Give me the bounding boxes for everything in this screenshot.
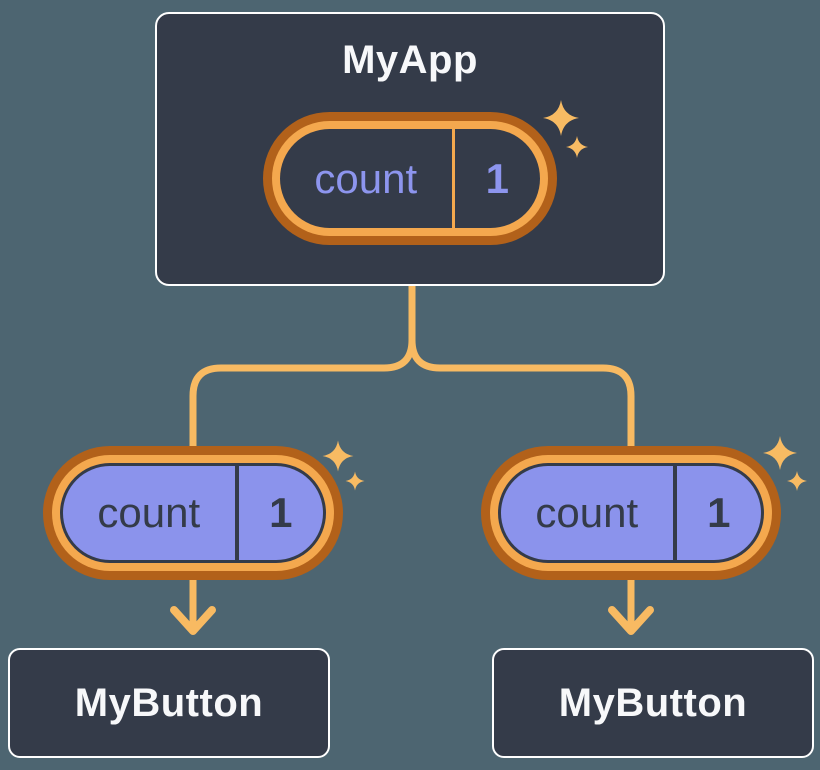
prop-pill-ring: count 1 xyxy=(490,455,772,571)
prop-pill-outline: count 1 xyxy=(498,463,764,563)
prop-pill-outline: count 1 xyxy=(60,463,326,563)
pill-divider xyxy=(672,466,677,560)
arrow-down-icon xyxy=(608,606,654,635)
prop-pill-body: count 1 xyxy=(501,466,761,560)
prop-pill-value: 1 xyxy=(707,489,731,536)
root-component-title: MyApp xyxy=(342,38,478,82)
prop-pill-ring: count 1 xyxy=(52,455,334,571)
child-component-title: MyButton xyxy=(74,680,264,725)
state-pill-body: count 1 xyxy=(280,129,540,228)
child-component-node-right: MyButton xyxy=(492,648,814,758)
arrow-down-icon xyxy=(170,606,216,635)
prop-pill-left: count 1 xyxy=(43,446,343,580)
prop-pill-right: count 1 xyxy=(481,446,781,580)
pill-divider xyxy=(451,129,455,228)
state-pill: count 1 xyxy=(263,112,557,245)
prop-pill-label: count xyxy=(97,489,201,536)
state-pill-ring: count 1 xyxy=(272,121,548,236)
state-pill-value: 1 xyxy=(485,154,509,202)
prop-pill-label: count xyxy=(535,489,639,536)
prop-pill-body: count 1 xyxy=(63,466,323,560)
prop-pill-value: 1 xyxy=(269,489,293,536)
child-component-title: MyButton xyxy=(558,680,748,725)
child-component-node-left: MyButton xyxy=(8,648,330,758)
state-pill-label: count xyxy=(314,154,418,202)
